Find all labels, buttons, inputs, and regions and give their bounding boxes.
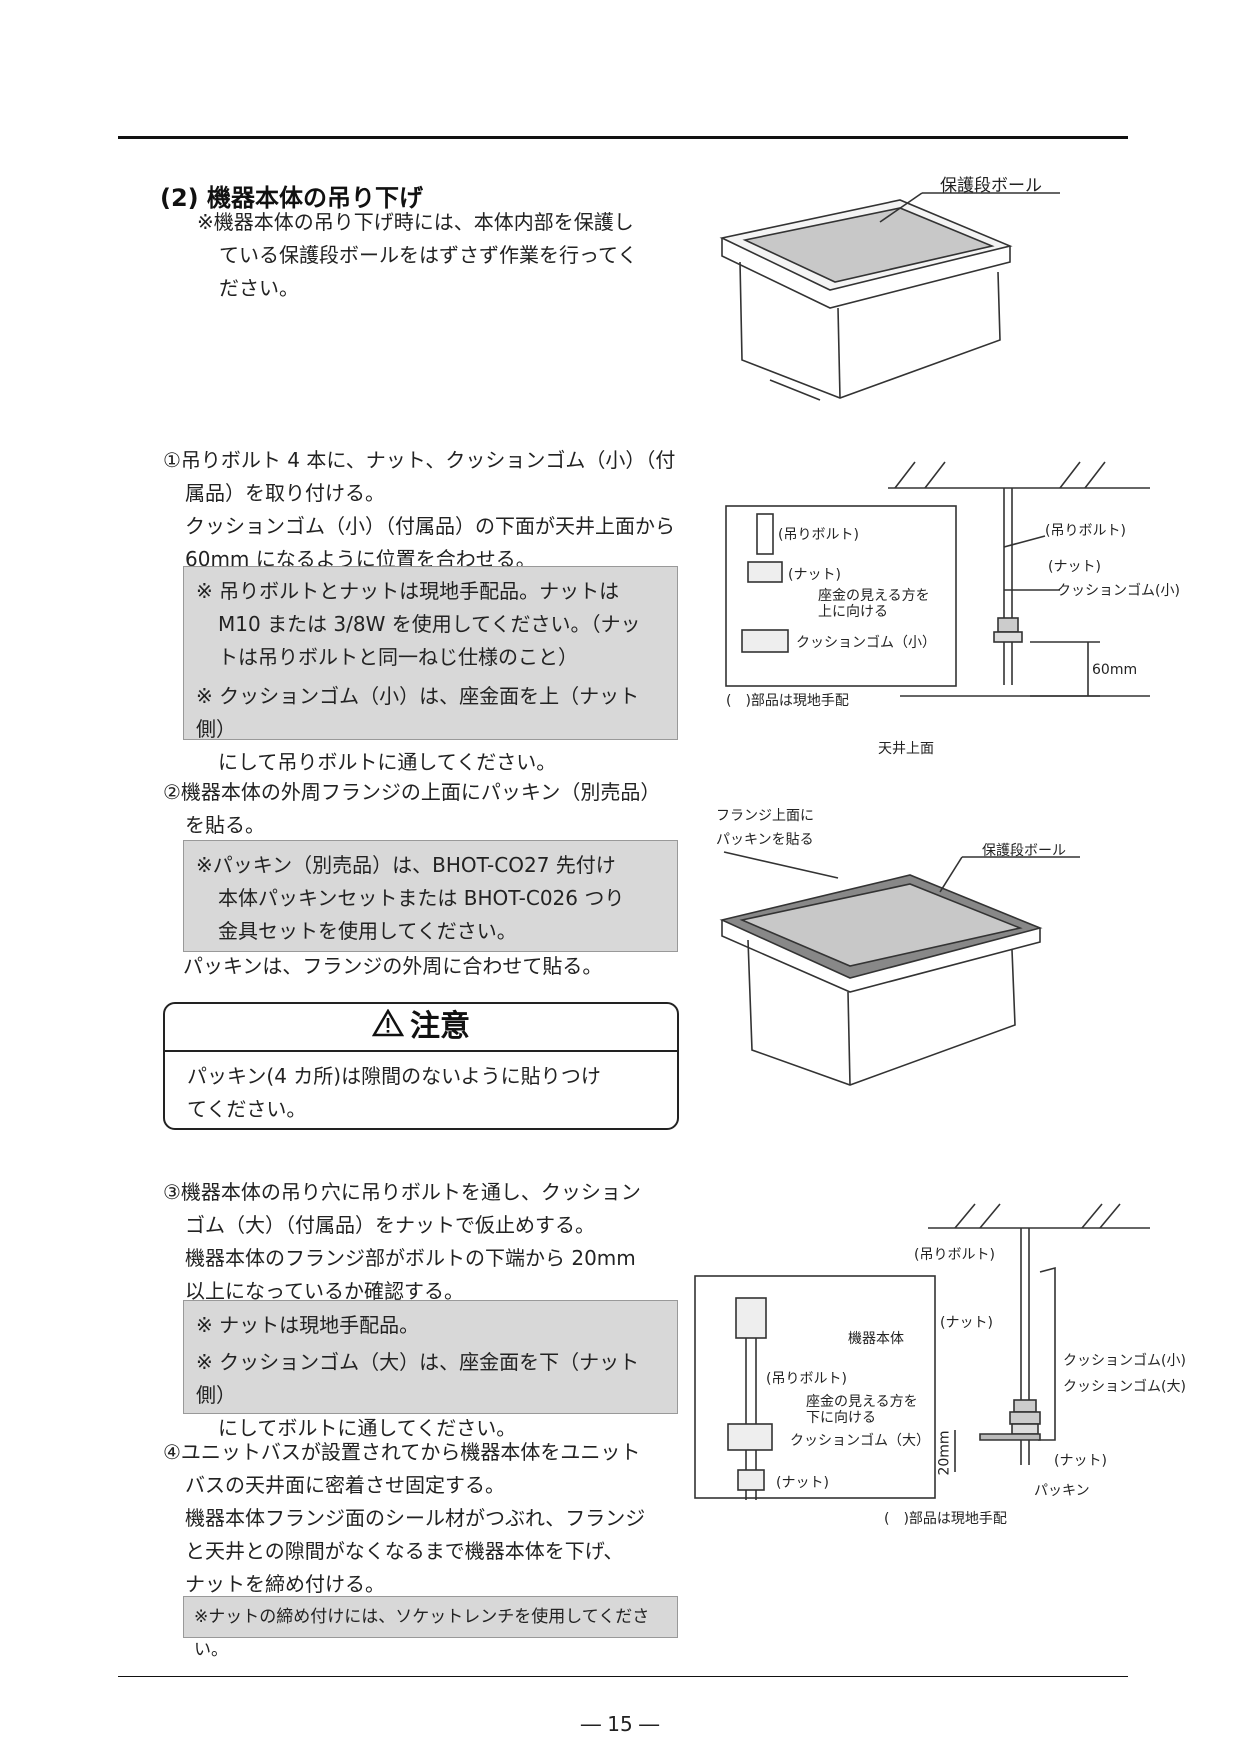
top-rule <box>118 136 1128 139</box>
page-number: ― 15 ― <box>580 1712 660 1736</box>
step-line: 属品）を取り付ける。 <box>185 481 385 505</box>
step1-note: ※ 吊りボルトとナットは現地手配品。ナットは M10 または 3/8W を使用し… <box>183 566 678 774</box>
step2-text: ②機器本体の外周フランジの上面にパッキン（別売品） を貼る。 <box>163 776 660 842</box>
caution-box: 注意 パッキン(4 カ所)は隙間のないように貼りつけ てください。 <box>163 1002 679 1130</box>
packing-label: パッキン <box>1034 1483 1090 1499</box>
unit-illustration-1 <box>719 199 1013 401</box>
note-line: ※パッキン（別売品）は、BHOT-CO27 先付け <box>196 853 616 877</box>
intro-line: ※機器本体の吊り下げ時には、本体内部を保護し <box>197 210 634 234</box>
intro-line: ださい。 <box>219 276 299 300</box>
bolt-inset-label: (吊りボルト) <box>778 527 859 543</box>
note-line: ※ ナットは現地手配品。 <box>196 1313 420 1337</box>
note-line: ※ 吊りボルトとナットは現地手配品。ナットは <box>196 579 620 603</box>
intro-line: ている保護段ボールをはずさず作業を行ってく <box>219 243 638 267</box>
note-line: 本体パッキンセットまたは BHOT-C026 つり <box>218 886 625 910</box>
bolt-label: (吊りボルト) <box>1045 523 1126 539</box>
dim-60mm: 60mm <box>1092 662 1138 678</box>
step-line: クッションゴム（小）（付属品）の下面が天井上面から <box>185 514 675 538</box>
note-line: にしてボルトに通してください。 <box>218 1416 517 1440</box>
caution-heading: 注意 <box>165 1004 677 1052</box>
caution-text: パッキン(4 カ所)は隙間のないように貼りつけ てください。 <box>165 1052 677 1134</box>
cushion-large-label: クッションゴム(大) <box>1063 1379 1186 1395</box>
flange-label: フランジ上面に パッキンを貼る <box>716 804 814 852</box>
note-line: トは吊りボルトと同一ねじ仕様のこと） <box>218 645 578 669</box>
step-line: 機器本体フランジ面のシール材がつぶれ、フランジ <box>185 1506 646 1530</box>
caution-line: パッキン(4 カ所)は隙間のないように貼りつけ <box>187 1064 601 1088</box>
note-line: 金具セットを使用してください。 <box>218 919 517 943</box>
flange-label-line: パッキンを貼る <box>716 832 814 848</box>
note-line: にして吊りボルトに通してください。 <box>218 750 557 774</box>
local-parts-note-1: ( )部品は現地手配 <box>726 693 849 709</box>
step4-text: ④ユニットバスが設置されてから機器本体をユニット バスの天井面に密着させ固定する… <box>163 1436 645 1601</box>
nut-top-label: (ナット) <box>940 1315 993 1331</box>
step-line: ②機器本体の外周フランジの上面にパッキン（別売品） <box>163 780 661 804</box>
local-parts-note-2: ( )部品は現地手配 <box>884 1511 1007 1527</box>
cushion-small-inset-label: クッションゴム（小） <box>796 635 936 651</box>
nut-label: (ナット) <box>1048 559 1101 575</box>
step2-after: パッキンは、フランジの外周に合わせて貼る。 <box>183 954 603 978</box>
step-line: ③機器本体の吊り穴に吊りボルトを通し、クッション <box>163 1180 641 1204</box>
step4-note: ※ナットの締め付けには、ソケットレンチを使用してください。 <box>183 1596 678 1660</box>
step-line: と天井との隙間がなくなるまで機器本体を下げ、 <box>185 1539 624 1563</box>
flange-label-line: フランジ上面に <box>716 808 814 824</box>
nut-bottom-label: (ナット) <box>1054 1453 1107 1469</box>
step-line: 機器本体のフランジ部がボルトの下端から 20mm <box>185 1246 636 1270</box>
cushion-large-inset-label: クッションゴム（大） <box>790 1433 930 1449</box>
note-line: ※ クッションゴム（大）は、座金面を下（ナット側） <box>196 1350 640 1407</box>
step-line: ナットを締め付ける。 <box>185 1572 385 1596</box>
unit-illustration-2 <box>719 874 1043 1086</box>
caution-line: てください。 <box>187 1097 307 1121</box>
caution-title: 注意 <box>410 1009 470 1044</box>
warning-icon <box>371 1005 405 1051</box>
cardboard-label-2: 保護段ボール <box>982 843 1066 859</box>
washer-down-line: 座金の見える方を <box>806 1394 918 1410</box>
washer-up-label: 座金の見える方を 上に向ける <box>818 588 930 620</box>
step2-note: ※パッキン（別売品）は、BHOT-CO27 先付け 本体パッキンセットまたは B… <box>183 840 678 952</box>
nut-inset-label-2: (ナット) <box>776 1475 829 1491</box>
washer-down-line: 下に向ける <box>806 1410 876 1426</box>
bolt-detail-2 <box>694 1203 1150 1500</box>
washer-up-line: 座金の見える方を <box>818 588 930 604</box>
bolt-detail-1 <box>725 461 1150 697</box>
cushion-small-label-2: クッションゴム(小) <box>1063 1353 1186 1369</box>
step-line: を貼る。 <box>185 813 265 837</box>
dim-20mm: 20mm <box>936 1430 953 1476</box>
bottom-rule <box>118 1676 1128 1677</box>
washer-up-line: 上に向ける <box>818 604 888 620</box>
washer-down-label: 座金の見える方を 下に向ける <box>806 1394 918 1426</box>
step-line: ④ユニットバスが設置されてから機器本体をユニット <box>163 1440 641 1464</box>
section-title: (2) 機器本体の吊り下げ <box>160 184 423 212</box>
step-line: 以上になっているか確認する。 <box>185 1279 464 1303</box>
note-line: ※ クッションゴム（小）は、座金面を上（ナット側） <box>196 684 640 741</box>
cardboard-label: 保護段ボール <box>940 176 1042 196</box>
bolt-inset-label-2: (吊りボルト) <box>766 1371 847 1387</box>
ceiling-label: 天井上面 <box>878 741 934 757</box>
section-intro: ※機器本体の吊り下げ時には、本体内部を保護し ている保護段ボールをはずさず作業を… <box>197 206 637 305</box>
step3-note: ※ ナットは現地手配品。 ※ クッションゴム（大）は、座金面を下（ナット側） に… <box>183 1300 678 1440</box>
step-line: バスの天井面に密着させ固定する。 <box>185 1473 505 1497</box>
body-label: 機器本体 <box>848 1331 904 1347</box>
step-line: ゴム（大）（付属品）をナットで仮止めする。 <box>185 1213 595 1237</box>
cushion-small-label: クッションゴム(小) <box>1057 583 1180 599</box>
step3-text: ③機器本体の吊り穴に吊りボルトを通し、クッション ゴム（大）（付属品）をナットで… <box>163 1176 641 1308</box>
bolt-label-2: (吊りボルト) <box>914 1247 995 1263</box>
note-line: M10 または 3/8W を使用してください。（ナッ <box>218 612 641 636</box>
nut-inset-label: (ナット) <box>788 567 841 583</box>
step-line: ①吊りボルト 4 本に、ナット、クッションゴム（小）（付 <box>163 448 676 472</box>
